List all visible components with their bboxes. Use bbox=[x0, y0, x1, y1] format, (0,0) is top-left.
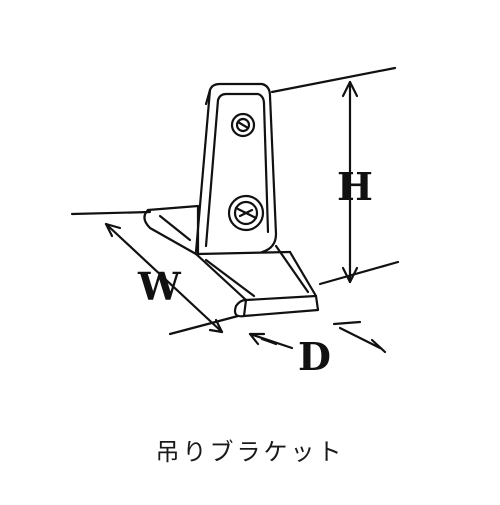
small-screw-icon bbox=[230, 112, 256, 138]
extension-line-bottom-left bbox=[168, 314, 240, 336]
height-dimension bbox=[341, 80, 359, 284]
extension-line-top-right bbox=[270, 66, 397, 94]
figure-caption: 吊りブラケット bbox=[155, 438, 345, 466]
vertical-plate-edge bbox=[204, 88, 212, 106]
base-foot-curl bbox=[233, 298, 248, 318]
base-foot-side bbox=[204, 258, 256, 298]
vertical-plate-outer bbox=[194, 82, 278, 254]
base-foot-left-inner bbox=[158, 214, 192, 242]
base-foot-front bbox=[194, 250, 318, 302]
depth-dimension bbox=[248, 320, 387, 354]
vertical-plate-inner bbox=[204, 92, 270, 248]
base-foot-ridge bbox=[274, 244, 310, 294]
height-label: H bbox=[337, 164, 373, 209]
base-foot-left-curl bbox=[143, 208, 198, 256]
width-label: W bbox=[137, 264, 182, 309]
base-foot-top bbox=[146, 204, 292, 256]
base-foot-front-lip bbox=[242, 294, 320, 318]
extension-line-left bbox=[70, 210, 152, 216]
extension-line-bottom-right bbox=[318, 260, 400, 286]
width-dimension bbox=[104, 222, 224, 334]
large-screw-icon bbox=[227, 194, 265, 232]
depth-label: D bbox=[298, 334, 331, 379]
